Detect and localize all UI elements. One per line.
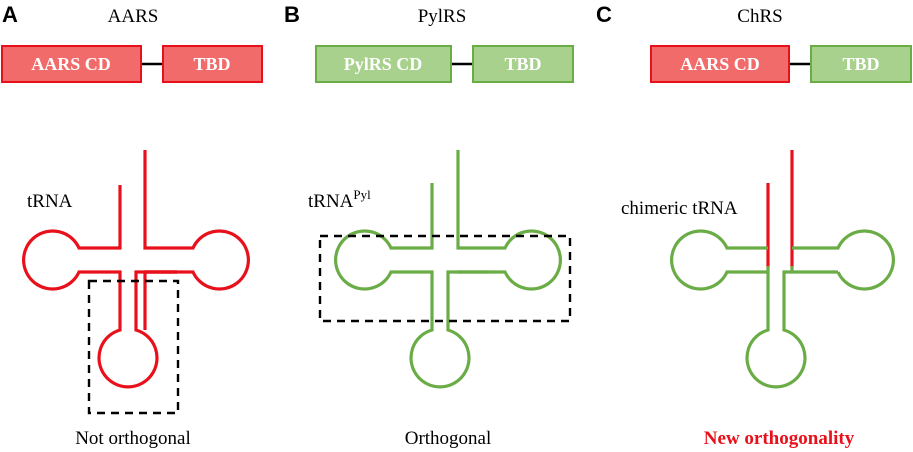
tbd-domain-box: [162, 45, 263, 83]
catalytic-domain-label: PylRS CD: [344, 54, 423, 74]
panel-c: C ChRS AARS CD TBD chimeric tRNA New ort…: [596, 2, 912, 449]
panel-title-b: PylRS: [418, 6, 467, 27]
panel-letter-c: C: [596, 2, 612, 27]
tbd-domain-label: TBD: [504, 54, 541, 74]
trna-superscript: Pyl: [353, 187, 371, 202]
trna-label-b: tRNAPyl: [308, 187, 371, 212]
enzyme-c: AARS CD TBD: [650, 45, 912, 83]
tbd-domain-label: TBD: [842, 54, 879, 74]
catalytic-domain-label: AARS CD: [31, 54, 111, 74]
trna-label-a: tRNA: [27, 191, 73, 212]
dashed-highlight-box-a: [87, 279, 180, 415]
panel-a: A AARS AARS CD TBD tRNA Not orthogonal: [1, 2, 263, 449]
panel-b: B PylRS PylRS CD TBD tRNAPyl Orthogonal: [284, 2, 574, 449]
tbd-domain-box: [810, 45, 912, 83]
panel-title-a: AARS: [108, 6, 159, 27]
panel-letter-a: A: [2, 2, 18, 27]
catalytic-domain-box: [650, 45, 790, 83]
caption-c: New orthogonality: [704, 428, 855, 449]
trna-structure-a: [22, 150, 250, 389]
caption-a: Not orthogonal: [75, 428, 191, 449]
tbd-domain-label: TBD: [193, 54, 230, 74]
enzyme-b: PylRS CD TBD: [315, 45, 574, 83]
dashed-highlight-box-b: [318, 234, 572, 323]
caption-b: Orthogonal: [405, 428, 492, 449]
panel-title-c: ChRS: [737, 6, 782, 27]
panel-letter-b: B: [284, 2, 300, 27]
trna-structure-c: [670, 150, 895, 389]
tbd-domain-box: [472, 45, 574, 83]
catalytic-domain-box: [1, 45, 142, 83]
enzyme-a: AARS CD TBD: [1, 45, 263, 83]
catalytic-domain-box: [315, 45, 452, 83]
catalytic-domain-label: AARS CD: [680, 54, 760, 74]
trna-label-c: chimeric tRNA: [621, 198, 738, 219]
trna-structure-b: [334, 150, 562, 389]
